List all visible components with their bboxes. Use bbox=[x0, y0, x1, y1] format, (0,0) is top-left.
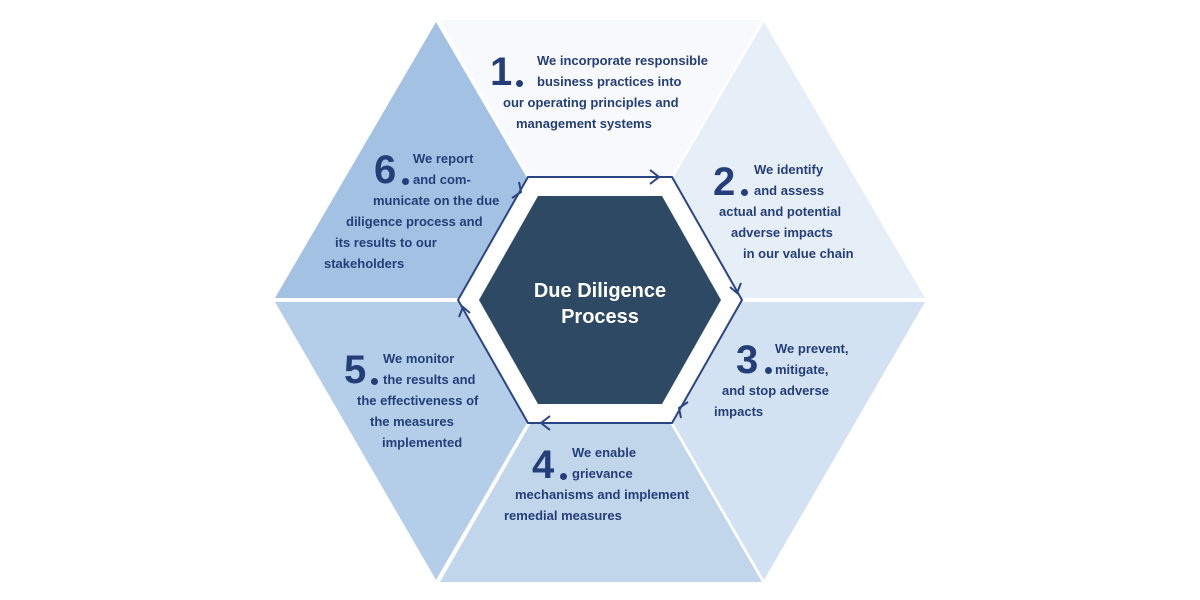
step-1-line-3: our operating principles and bbox=[503, 95, 679, 110]
step-5-number: 5 bbox=[344, 348, 367, 392]
step-2-line-5: in our value chain bbox=[743, 246, 854, 261]
step-6-line-2: and com- bbox=[413, 172, 471, 187]
step-3-number: 3 bbox=[736, 338, 759, 382]
step-6-line-6: stakeholders bbox=[324, 256, 405, 271]
step-6-line-4: diligence process and bbox=[346, 214, 483, 229]
arrow-icon-5 bbox=[458, 305, 471, 318]
center-title: Due Diligence Process bbox=[480, 278, 720, 330]
arrow-icon-2 bbox=[729, 282, 742, 295]
step-1-line-2: business practices into bbox=[537, 74, 682, 89]
step-1-line-1: We incorporate responsible bbox=[537, 53, 708, 68]
arrow-icon-3 bbox=[677, 401, 689, 419]
step-6-dot bbox=[402, 178, 409, 185]
center-title-line-1: Due Diligence bbox=[533, 280, 667, 302]
center-hexagon bbox=[479, 196, 721, 404]
step-1-line-4: management systems bbox=[516, 116, 652, 131]
step-5-dot bbox=[371, 378, 378, 385]
step-4-line-3: mechanisms and implement bbox=[515, 487, 690, 502]
step-6-line-1: We report bbox=[413, 151, 474, 166]
step-3-line-3: and stop adverse bbox=[722, 383, 829, 398]
step-5-line-5: implemented bbox=[382, 435, 463, 450]
arrow-icon-4 bbox=[539, 415, 551, 431]
arrow-icon-1 bbox=[649, 169, 661, 185]
step-6-number: 6 bbox=[374, 148, 397, 192]
center-title-line-2: Process bbox=[561, 306, 639, 328]
step-1-number: 1 bbox=[490, 50, 513, 94]
step-4-line-2: grievance bbox=[572, 466, 633, 481]
step-4-number: 4 bbox=[532, 443, 555, 487]
step-2-dot bbox=[741, 189, 748, 196]
step-2-line-1: We identify bbox=[754, 162, 824, 177]
step-6-line-5: its results to our bbox=[335, 235, 437, 250]
step-4-line-1: We enable bbox=[572, 445, 637, 460]
step-4-dot bbox=[560, 473, 567, 480]
step-3-line-2: mitigate, bbox=[775, 362, 829, 377]
step-5-line-2: the results and bbox=[383, 372, 476, 387]
step-2-line-2: and assess bbox=[754, 183, 825, 198]
step-4-line-4: remedial measures bbox=[504, 508, 622, 523]
step-5-line-4: the measures bbox=[370, 414, 454, 429]
step-2-line-3: actual and potential bbox=[719, 204, 842, 219]
step-5-line-3: the effectiveness of bbox=[357, 393, 479, 408]
step-3-line-1: We prevent, bbox=[775, 341, 849, 356]
step-2-number: 2 bbox=[713, 160, 736, 204]
step-6-line-3: municate on the due bbox=[373, 193, 500, 208]
step-3-line-4: impacts bbox=[714, 404, 764, 419]
step-2-line-4: adverse impacts bbox=[731, 225, 833, 240]
step-3-dot bbox=[765, 367, 772, 374]
segment-4 bbox=[440, 302, 762, 582]
segment-1 bbox=[440, 20, 762, 300]
step-1-dot bbox=[516, 80, 523, 87]
step-5-line-1: We monitor bbox=[383, 351, 455, 366]
arrow-icon-6 bbox=[511, 181, 523, 199]
